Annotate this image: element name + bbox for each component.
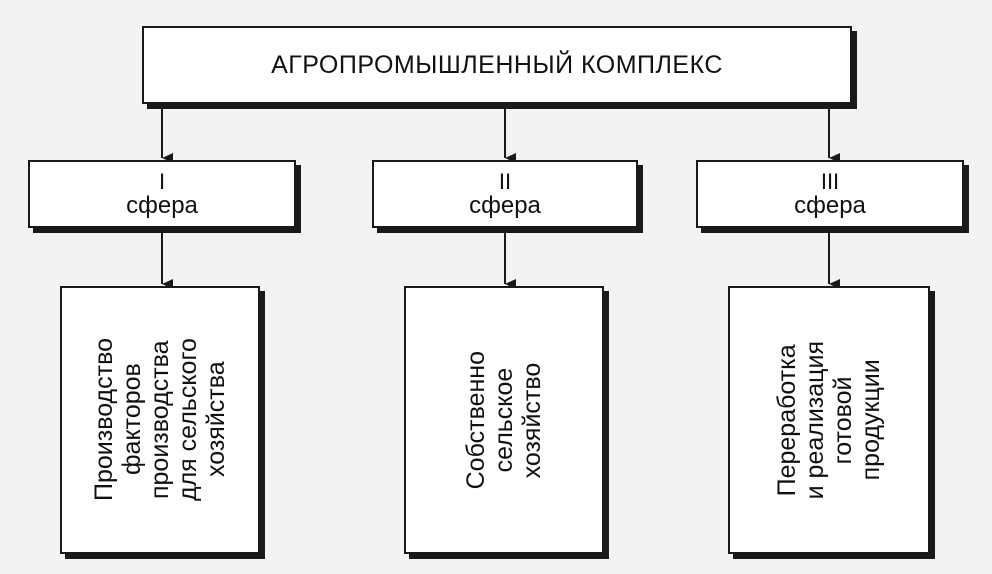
leaf-line: хозяйство — [518, 362, 546, 478]
leaf-line: хозяйства — [202, 362, 230, 478]
sphere-label: сфера — [794, 191, 866, 219]
leaf-line: Переработка — [773, 344, 801, 497]
leaf-line: факторов — [118, 364, 146, 476]
leaf-text-2: Собственно сельское хозяйство — [462, 351, 546, 489]
sphere-box-3: III сфера — [696, 160, 964, 228]
leaf-box-2: Собственно сельское хозяйство — [404, 286, 604, 554]
sphere-label: сфера — [126, 191, 198, 219]
root-title: АГРОПРОМЫШЛЕННЫЙ КОМПЛЕКС — [271, 50, 723, 79]
leaf-line: продукции — [857, 359, 885, 481]
sphere-number: I — [158, 168, 166, 194]
leaf-line: Собственно — [462, 350, 490, 490]
sphere-box-1: I сфера — [28, 160, 296, 228]
sphere-label: сфера — [469, 191, 541, 219]
sphere-number: II — [498, 168, 512, 194]
sphere-box-2: II сфера — [372, 160, 638, 228]
leaf-line: Производство — [90, 338, 118, 502]
leaf-line: производства — [146, 340, 174, 500]
root-box: АГРОПРОМЫШЛЕННЫЙ КОМПЛЕКС — [142, 26, 852, 104]
leaf-line: для сельского — [174, 338, 202, 502]
leaf-box-3: Переработка и реализация готовой продукц… — [728, 286, 930, 554]
leaf-line: готовой — [829, 376, 857, 464]
leaf-line: сельское — [490, 367, 518, 473]
leaf-text-3: Переработка и реализация готовой продукц… — [773, 341, 885, 499]
leaf-box-1: Производство факторов производства для с… — [60, 286, 260, 554]
leaf-line: и реализация — [801, 340, 829, 500]
leaf-text-1: Производство факторов производства для с… — [90, 338, 230, 501]
sphere-number: III — [820, 168, 840, 194]
